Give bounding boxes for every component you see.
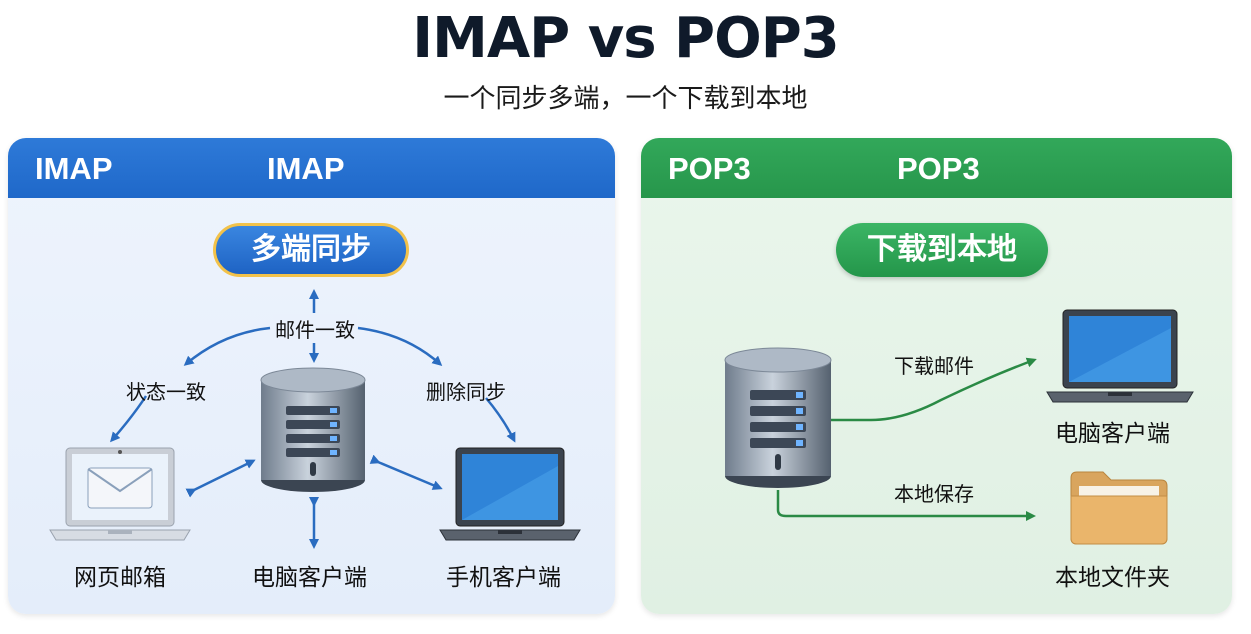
imap-header-label-right: IMAP [267,151,345,186]
web-mail-laptop-icon [49,447,191,541]
label-download-mail: 下载邮件 [894,354,974,378]
pop3-arrows [776,357,1037,521]
server-icon [260,367,366,492]
pop3-pc-laptop-icon [1046,309,1194,403]
pop3-panel-header: POP3 POP3 [641,138,1232,198]
pop3-download-pill: 下载到本地 [836,223,1048,277]
pop3-panel: POP3 POP3 下载到本地 下载邮件 本地保存 [641,138,1232,614]
device-local-folder: 本地文件夹 [1055,565,1170,591]
device-pc-client: 电脑客户端 [252,565,367,591]
device-mobile-client: 手机客户端 [446,565,561,591]
label-mail-consistent: 邮件一致 [273,314,357,343]
arrow-curve-right-down [485,397,516,443]
arrow-server-mobile [369,454,443,490]
imap-sync-pill: 多端同步 [213,223,409,277]
device-web-mail: 网页邮箱 [74,565,166,591]
arrow-local-save [776,490,1036,521]
label-delete-sync: 删除同步 [426,380,506,404]
mobile-client-laptop-icon [439,447,581,541]
arrow-curve-left-top [183,326,271,366]
arrow-curve-right-top [357,326,443,366]
arrow-download-mail [831,357,1037,422]
local-folder-icon [1070,471,1168,545]
device-pop3-pc-client: 电脑客户端 [1055,421,1170,447]
pop3-header-label-left: POP3 [668,151,751,186]
pop3-server-icon [724,347,832,488]
subtitle: 一个同步多端，一个下载到本地 [443,84,808,114]
label-status-consistent: 状态一致 [126,380,206,404]
arrow-web-server [185,459,256,498]
imap-header-label-left: IMAP [35,151,113,186]
label-local-save: 本地保存 [894,482,974,506]
arrow-curve-left-down [110,395,148,443]
imap-panel: IMAP IMAP 多端同步 邮件一致 状态一致 删除同步 [8,138,615,614]
pop3-header-label-right: POP3 [897,151,980,186]
main-title: IMAP vs POP3 [412,6,839,71]
imap-panel-header: IMAP IMAP [8,138,615,198]
